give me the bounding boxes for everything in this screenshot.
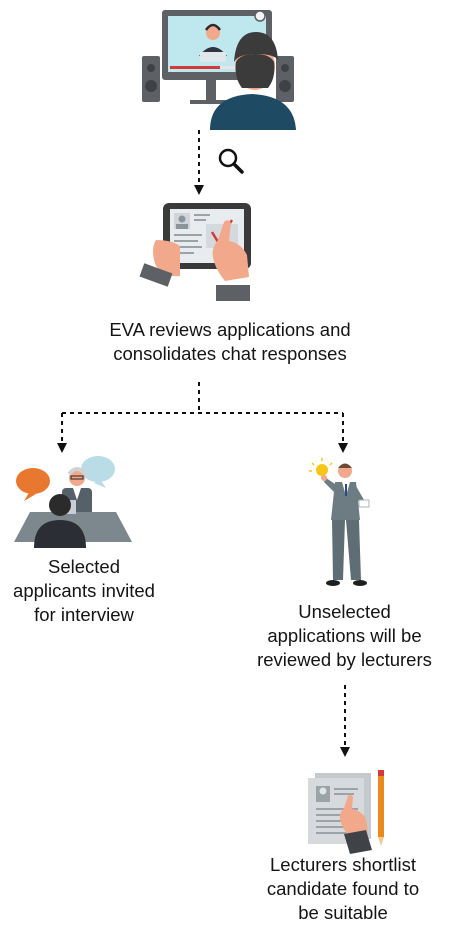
lecturer-with-idea-illustration [309, 458, 370, 586]
documents-with-pencil-illustration [308, 770, 384, 854]
selected-label-line-3: for interview [34, 604, 134, 625]
unselected-step-label: Unselected applications will be reviewed… [257, 601, 432, 670]
selected-step-label: Selected applicants invited for intervie… [13, 556, 155, 625]
magnifier-icon [218, 148, 244, 174]
shortlist-label-line-3: be suitable [298, 902, 388, 923]
review-label-line-2: consolidates chat responses [113, 343, 347, 364]
unselected-label-line-1: Unselected [298, 601, 391, 622]
shortlist-step-label: Lecturers shortlist candidate found to b… [266, 854, 420, 923]
selected-label-line-2: applicants invited [13, 580, 155, 601]
shortlist-label-line-1: Lecturers shortlist [270, 854, 416, 875]
review-step-label: EVA reviews applications and consolidate… [109, 319, 351, 364]
interview-illustration [14, 456, 132, 548]
review-label-line-1: EVA reviews applications and [109, 319, 351, 340]
video-call-illustration [142, 10, 296, 130]
branch-connector [57, 382, 348, 453]
shortlist-label-line-2: candidate found to [266, 878, 420, 899]
selected-label-line-1: Selected [48, 556, 120, 577]
tablet-review-illustration [139, 203, 251, 301]
unselected-label-line-2: applications will be [267, 625, 422, 646]
unselected-label-line-3: reviewed by lecturers [257, 649, 432, 670]
